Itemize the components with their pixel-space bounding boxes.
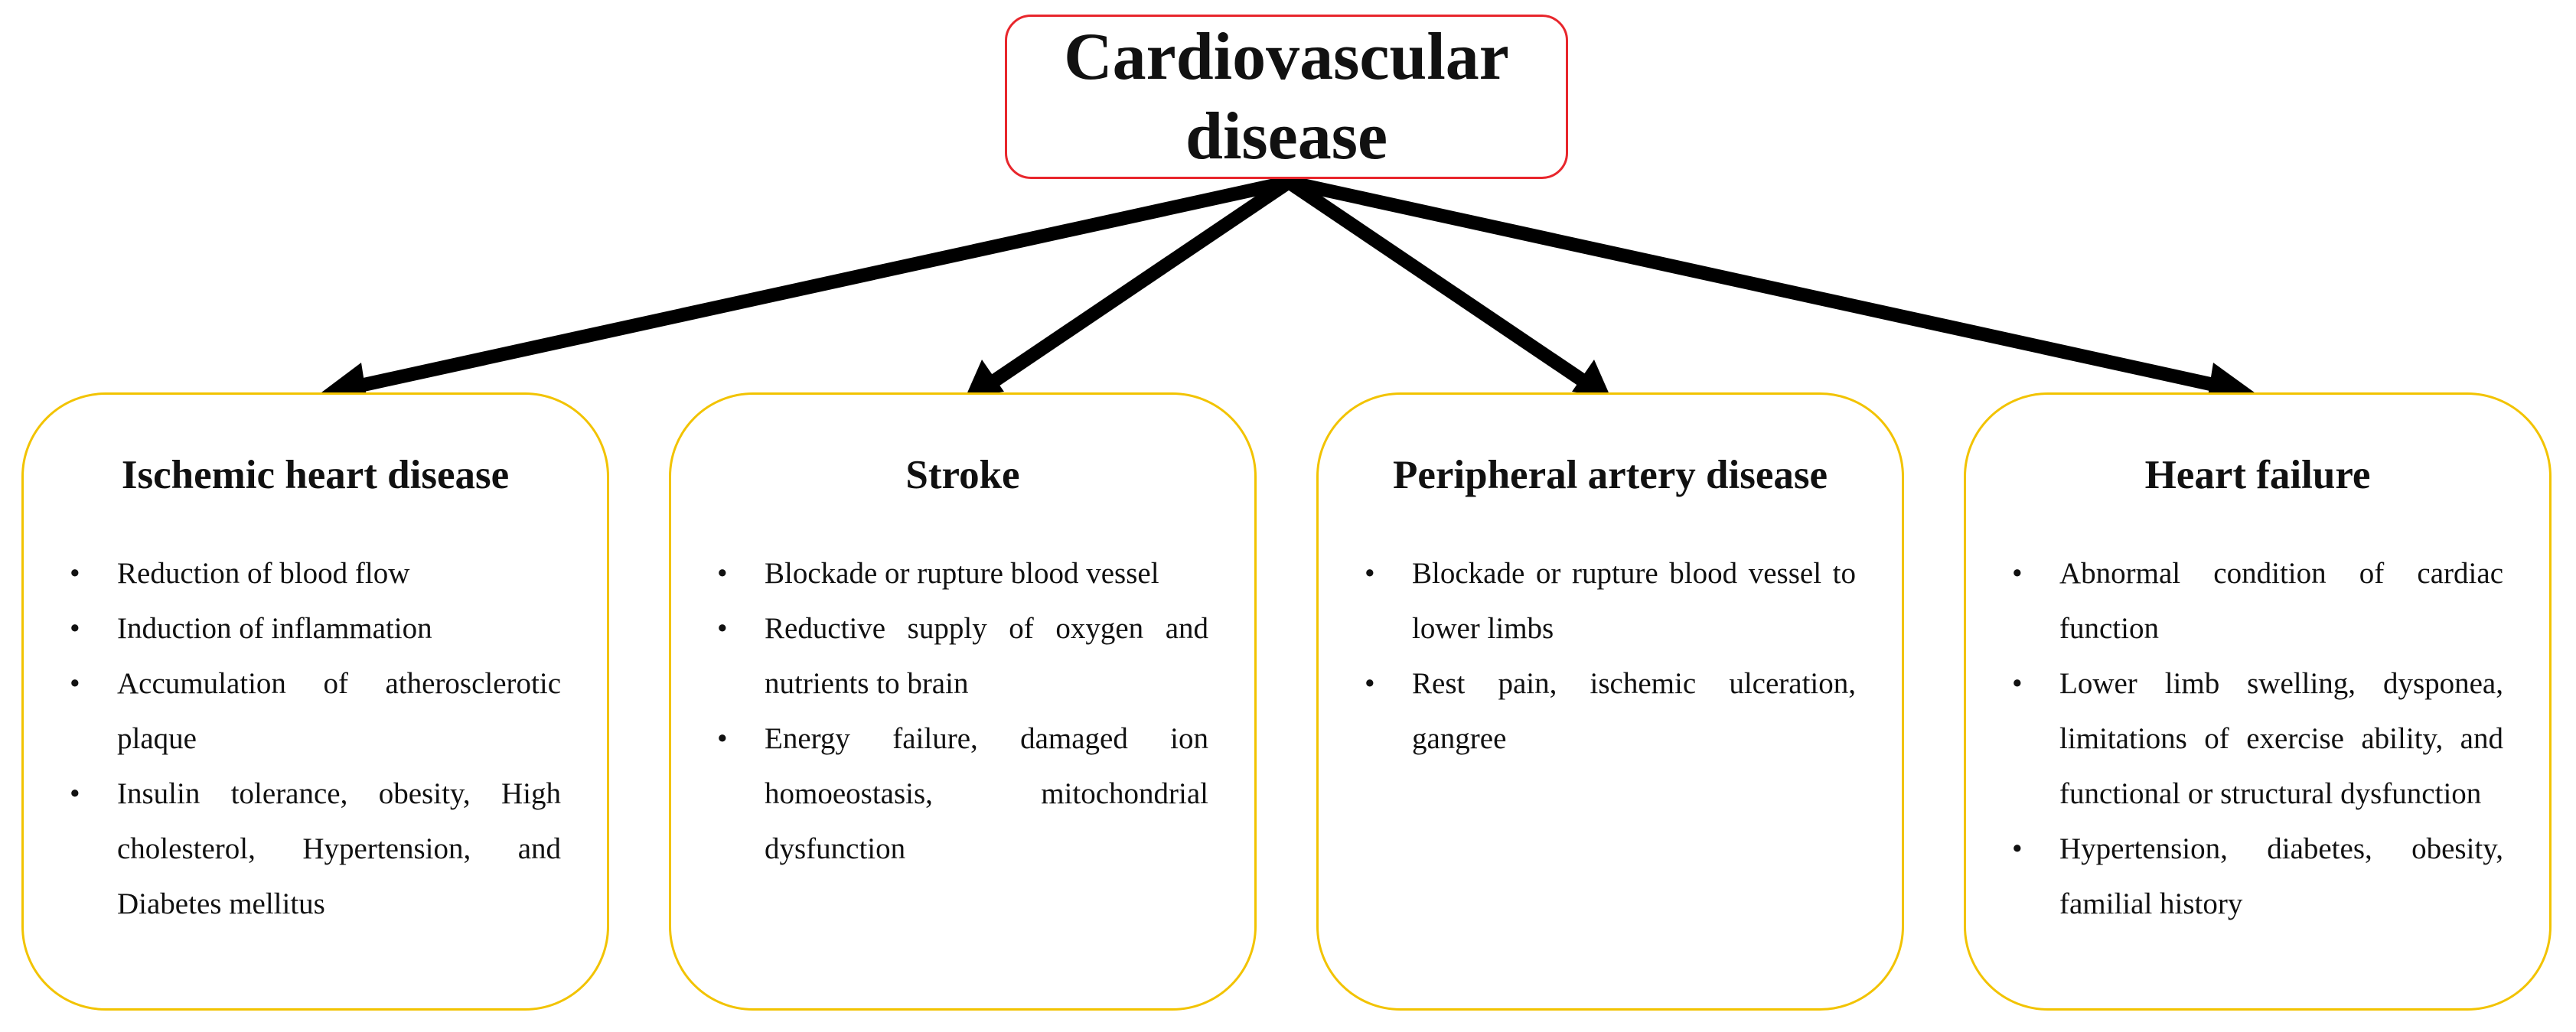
list-item: • Blockade or rupture blood vessel — [717, 546, 1208, 601]
bullet-icon: • — [2012, 667, 2023, 700]
category-item-list: • Blockade or rupture blood vessel • Reduc… — [717, 546, 1208, 877]
list-item-text: Blockade or rupture blood vessel to lowe… — [1412, 557, 1856, 645]
list-item-text: Accumulation of atherosclerotic plaque — [117, 667, 561, 755]
list-item: • Reduction of blood flow — [70, 546, 561, 601]
bullet-icon: • — [2012, 832, 2023, 865]
list-item-text: Energy failure, damaged ion homoeostasis… — [765, 722, 1208, 865]
arrowhead-heart-failure — [2208, 363, 2258, 396]
bullet-icon: • — [717, 612, 728, 645]
arrowhead-stroke — [965, 360, 1004, 398]
arrowhead-ischemic-heart-disease — [318, 363, 367, 396]
list-item: • Accumulation of atherosclerotic plaque — [70, 656, 561, 767]
category-card-ischemic-heart-disease: Ischemic heart disease • Reduction of blo… — [21, 392, 609, 1011]
bullet-icon: • — [70, 557, 80, 590]
bullet-icon: • — [70, 612, 80, 645]
category-item-list: • Reduction of blood flow • Induction of i… — [70, 546, 561, 932]
list-item-text: Rest pain, ischemic ulceration, gangree — [1412, 667, 1856, 755]
list-item-text: Abnormal condition of cardiac function — [2059, 557, 2503, 645]
list-item: • Reductive supply of oxygen and nutrient… — [717, 601, 1208, 711]
bullet-icon: • — [717, 557, 728, 590]
bullet-icon: • — [1365, 557, 1375, 590]
list-item: • Rest pain, ischemic ulceration, gangree — [1365, 656, 1856, 767]
list-item: • Blockade or rupture blood vessel to low… — [1365, 546, 1856, 656]
category-item-list: •Abnormal condition of cardiac function … — [2012, 546, 2503, 932]
arrow-to-heart-failure — [1282, 175, 2228, 393]
arrow-to-stroke — [990, 175, 1296, 386]
list-item: • Energy failure, damaged ion homoeostasi… — [717, 711, 1208, 877]
list-item: • Hypertension, diabetes, obesity, famili… — [2012, 822, 2503, 932]
list-item-text: Induction of inflammation — [117, 612, 432, 645]
arrowhead-peripheral-artery-disease — [1572, 360, 1611, 398]
bullet-icon: • — [70, 777, 80, 810]
list-item: • Abnormal condition of cardiac function — [2012, 546, 2503, 656]
category-card-heart-failure: Heart failure • Abnormal condition of car… — [1964, 392, 2552, 1011]
category-title: Ischemic heart disease — [121, 453, 510, 497]
category-title: Peripheral artery disease — [1392, 453, 1828, 497]
bullet-icon: • — [2012, 557, 2023, 590]
list-item: • Induction of inflammation — [70, 601, 561, 656]
root-node: Cardiovascular disease — [1005, 15, 1568, 179]
category-card-peripheral-artery-disease: Peripheral artery disease • Blockade or r… — [1316, 392, 1904, 1011]
bullet-icon: • — [1365, 667, 1375, 700]
bullet-icon: • — [70, 667, 80, 700]
category-item-list: • Blockade or rupture blood vessel to low… — [1365, 546, 1856, 767]
list-item-text: Hypertension, diabetes, obesity, familia… — [2059, 832, 2503, 920]
arrow-to-peripheral-artery-disease — [1282, 175, 1588, 386]
list-item: • Insulin tolerance, obesity, High choles… — [70, 767, 561, 932]
list-item: • Lower limb swelling, dysponea, limitati… — [2012, 656, 2503, 822]
list-item-text: Reduction of blood flow — [117, 557, 410, 590]
category-title: Heart failure — [2144, 453, 2371, 497]
category-card-stroke: Stroke • Blockade or rupture blood vessel… — [669, 392, 1257, 1011]
list-item-text: Reductive supply of oxygen and nutrients… — [765, 612, 1208, 700]
list-item-text: Insulin tolerance, obesity, High cholest… — [117, 777, 561, 920]
bullet-icon: • — [717, 722, 728, 755]
arrow-to-ischemic-heart-disease — [350, 175, 1296, 393]
category-title: Stroke — [905, 453, 1020, 497]
list-item-text: Lower limb swelling, dysponea, limitatio… — [2059, 667, 2503, 810]
root-title: Cardiovascular disease — [1064, 19, 1509, 174]
list-item-text: Blockade or rupture blood vessel — [765, 557, 1159, 590]
